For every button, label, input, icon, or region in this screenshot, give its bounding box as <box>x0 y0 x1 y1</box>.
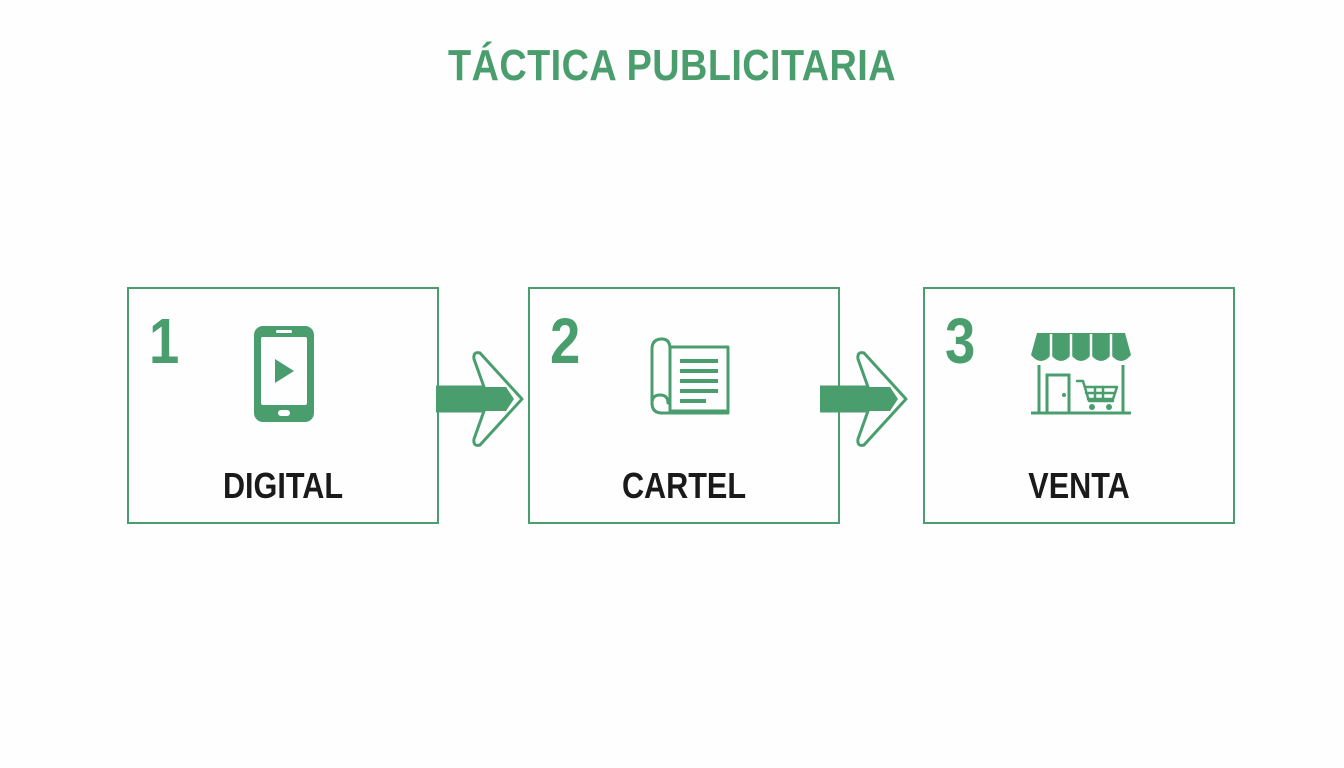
arrow-right-icon <box>436 351 524 447</box>
poster-scroll-icon <box>650 337 730 415</box>
step-number: 3 <box>945 305 976 377</box>
step-number: 2 <box>550 305 581 377</box>
step-label: DIGITAL <box>222 465 344 506</box>
smartphone-play-icon <box>254 326 314 422</box>
diagram-title: TÁCTICA PUBLICITARIA <box>448 41 896 90</box>
step-number: 1 <box>149 305 180 377</box>
step-label: VENTA <box>1028 465 1130 506</box>
step-digital: 1 DIGITAL <box>127 287 439 524</box>
step-venta: 3 <box>923 287 1235 524</box>
step-label: CARTEL <box>621 465 747 506</box>
step-cartel: 2 CARTEL <box>528 287 840 524</box>
arrow-right-icon <box>820 351 908 447</box>
storefront-cart-icon <box>1031 333 1131 415</box>
